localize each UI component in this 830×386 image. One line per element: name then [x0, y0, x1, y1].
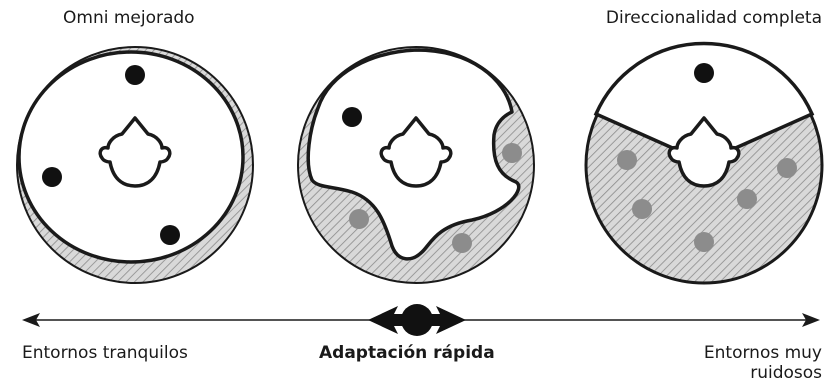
- omni-mode-circle: [16, 46, 254, 284]
- quiet-environment-label: Entornos tranquilos: [22, 343, 188, 363]
- listener-head-icon: [98, 116, 172, 188]
- sound-source-dot: [42, 167, 62, 187]
- arrow-left-icon: [22, 313, 40, 327]
- sound-source-dot: [452, 233, 472, 253]
- adaptive-mode-circle: [297, 46, 535, 284]
- arrow-right-icon: [802, 313, 820, 327]
- adaptive-mode-label: Adaptación rápida: [319, 343, 495, 363]
- noise-level-axis: [22, 304, 820, 336]
- listener-head-icon: [379, 116, 453, 188]
- directional-pickup-region: [593, 41, 815, 164]
- sound-source-dot: [125, 65, 145, 85]
- sound-source-dot: [694, 232, 714, 252]
- omni-mode-label: Omni mejorado: [63, 8, 195, 28]
- sound-source-dot: [617, 150, 637, 170]
- sound-source-dot: [694, 63, 714, 83]
- sound-source-dot: [349, 209, 369, 229]
- sound-source-dot: [777, 158, 797, 178]
- directional-mode-circle: [584, 41, 824, 285]
- noisy-environment-label: Entornos muy ruidosos: [703, 343, 822, 383]
- sound-source-dot: [632, 199, 652, 219]
- directional-mode-label: Direccionalidad completa: [605, 8, 822, 28]
- sound-source-dot: [502, 143, 522, 163]
- sound-source-dot: [737, 189, 757, 209]
- sound-source-dot: [342, 107, 362, 127]
- slider-knob: [401, 304, 433, 336]
- sound-source-dot: [160, 225, 180, 245]
- listener-head-icon: [667, 116, 741, 188]
